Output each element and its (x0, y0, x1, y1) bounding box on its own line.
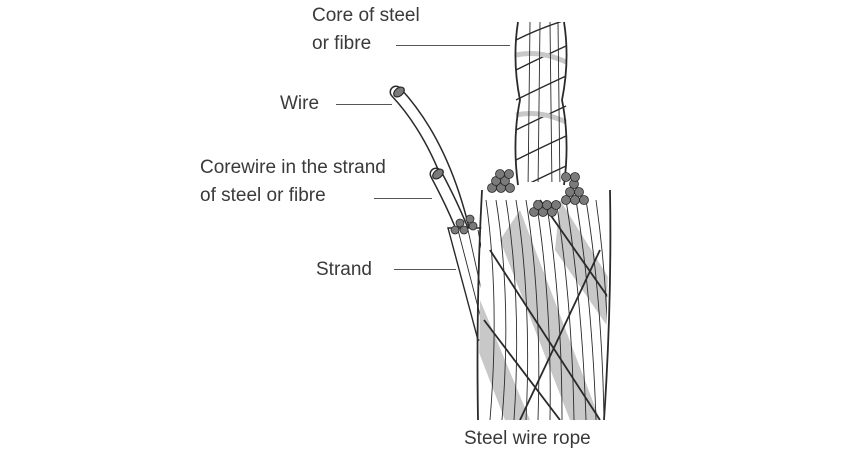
leader-line-wire (336, 104, 392, 105)
label-corewire-line2: of steel or fibre (200, 185, 326, 206)
label-core-line2: or fibre (312, 33, 372, 54)
label-corewire-line1: Corewire in the strand (200, 157, 386, 178)
label-wire: Wire (280, 93, 320, 114)
caption-steel-wire-rope: Steel wire rope (464, 428, 591, 449)
leader-line-strand (394, 269, 456, 270)
label-core-line1: Core of steel (312, 5, 420, 26)
rope-body (476, 189, 612, 421)
label-strand: Strand (316, 259, 372, 280)
leader-line-core (396, 45, 510, 46)
rope-core (514, 21, 568, 192)
leader-line-corewire (374, 198, 432, 199)
strand-ends (487, 169, 589, 217)
